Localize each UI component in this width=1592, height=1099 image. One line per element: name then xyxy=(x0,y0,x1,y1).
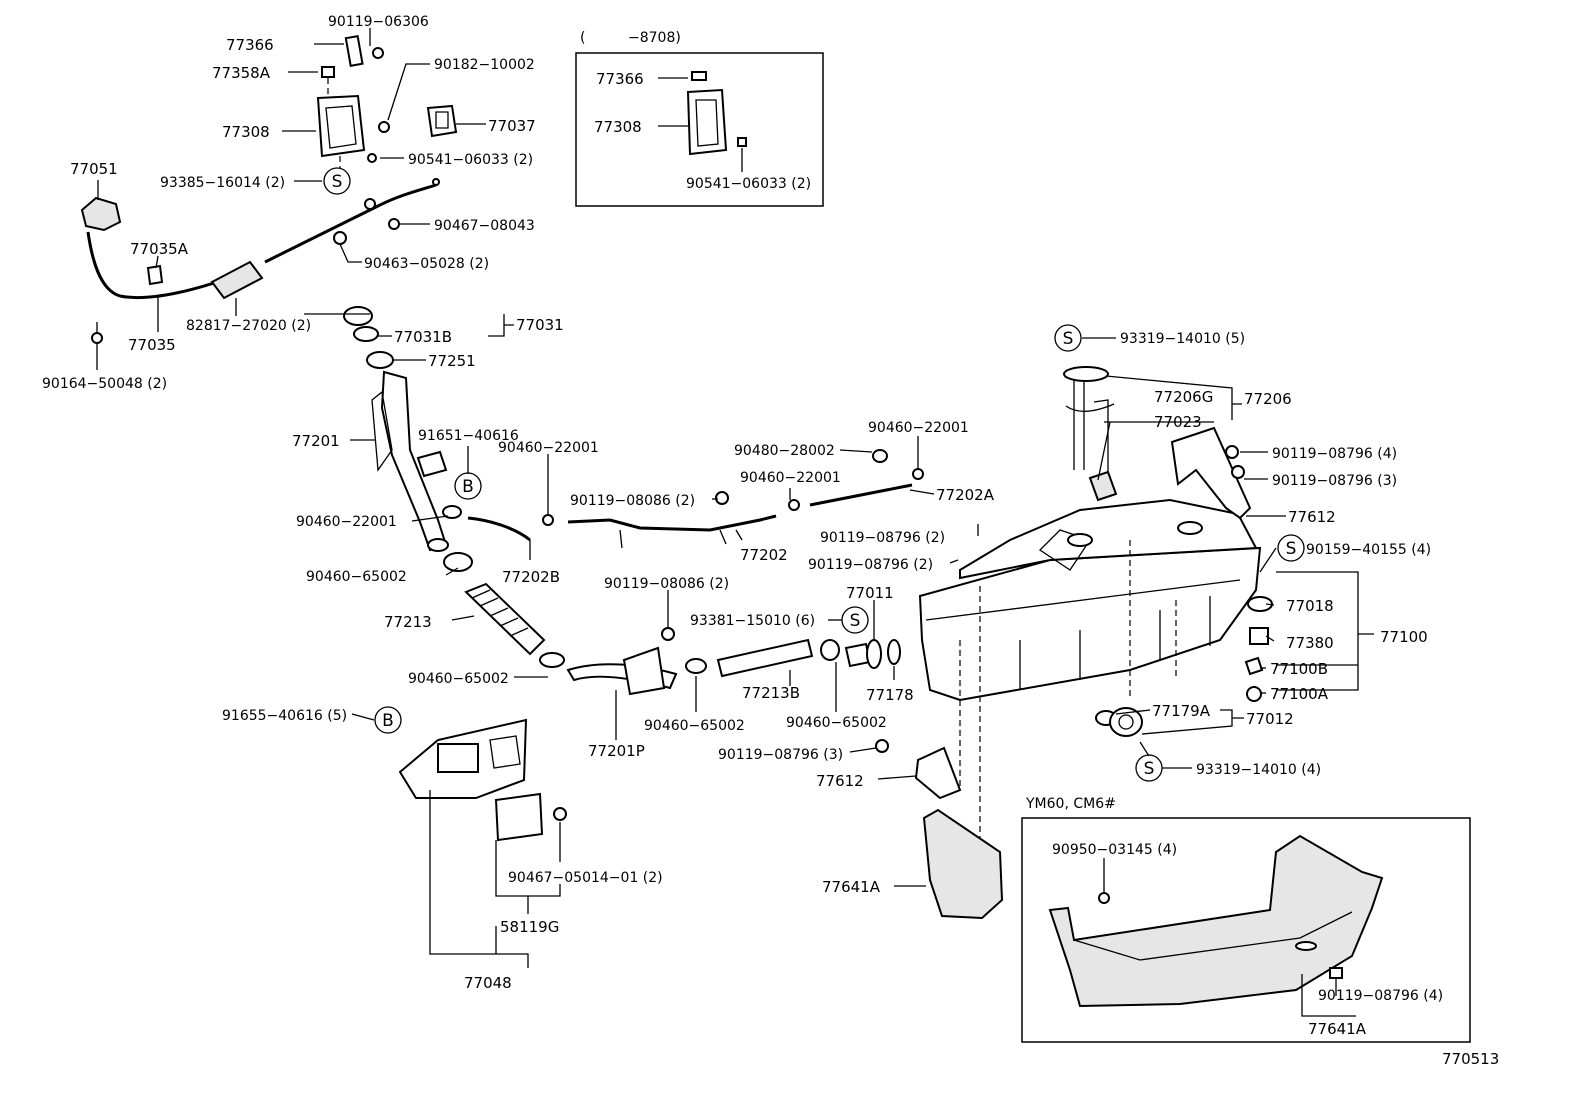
part-label: 90182−10002 xyxy=(434,57,535,73)
inset-bottom xyxy=(1021,817,1471,1043)
part-label: 90119−08796 (4) xyxy=(1272,446,1397,462)
part-label: 93385−16014 (2) xyxy=(160,175,285,191)
fuel-tank xyxy=(918,498,1262,840)
part-label: 77641A xyxy=(1308,1020,1367,1038)
part-label: 90164−50048 (2) xyxy=(42,376,167,392)
fuel-pump-sender xyxy=(1063,366,1273,737)
symbol-s-text: S xyxy=(1286,539,1297,559)
inset-top xyxy=(575,52,824,207)
inset-bottom-title: YM60, CM6# xyxy=(1025,796,1116,812)
part-label: 90460−65002 xyxy=(644,718,745,734)
part-label: 77251 xyxy=(428,352,476,370)
part-label: 77358A xyxy=(212,64,271,82)
part-label: 77213 xyxy=(384,613,432,631)
part-label: 77100A xyxy=(1270,685,1329,703)
part-label: 91655−40616 (5) xyxy=(222,708,347,724)
part-label: 77202A xyxy=(936,486,995,504)
part-label: 77308 xyxy=(594,118,642,136)
part-label: 90119−08086 (2) xyxy=(604,576,729,592)
symbol-s-circle xyxy=(1277,534,1305,562)
stone-guard xyxy=(398,718,1004,920)
part-label: 77037 xyxy=(488,117,536,135)
inset-header-code: −8708) xyxy=(628,30,681,46)
part-label: 90119−08796 (4) xyxy=(1318,988,1443,1004)
fuel-lid-assembly xyxy=(80,34,458,346)
part-label: 77035 xyxy=(128,336,176,354)
breather-tubes xyxy=(542,449,924,549)
part-label: 90119−08796 (3) xyxy=(718,747,843,763)
part-label: 90460−22001 xyxy=(296,514,397,530)
symbol-s-text: S xyxy=(850,611,861,631)
part-label: 90460−22001 xyxy=(740,470,841,486)
part-label: 90463−05028 (2) xyxy=(364,256,489,272)
part-label: 77366 xyxy=(596,70,644,88)
part-label: 77612 xyxy=(1288,508,1336,526)
part-label: 77366 xyxy=(226,36,274,54)
part-label: 77178 xyxy=(866,686,914,704)
symbol-b-text: B xyxy=(382,711,394,731)
part-label: 93381−15010 (6) xyxy=(690,613,815,629)
part-label: 77100 xyxy=(1380,628,1428,646)
part-label: 93319−14010 (4) xyxy=(1196,762,1321,778)
part-label: 77048 xyxy=(464,974,512,992)
part-label: 77380 xyxy=(1286,634,1334,652)
part-label: 82817−27020 (2) xyxy=(186,318,311,334)
part-label: 77206G xyxy=(1154,388,1213,406)
filler-neck-assembly xyxy=(343,306,565,668)
part-label: 90119−08796 (3) xyxy=(1272,473,1397,489)
part-label: 90119−06306 xyxy=(328,14,429,30)
part-label: 77206 xyxy=(1244,390,1292,408)
part-label: 90460−65002 xyxy=(408,671,509,687)
leader-lines xyxy=(96,28,1374,1017)
inset-header-open: ( xyxy=(580,30,585,46)
part-label: 77012 xyxy=(1246,710,1294,728)
symbol-s-circle xyxy=(1054,324,1082,352)
part-label: 90460−65002 xyxy=(786,715,887,731)
symbol-s-text: S xyxy=(1144,759,1155,779)
part-label: 77031B xyxy=(394,328,452,346)
symbol-s-text: S xyxy=(332,172,343,192)
part-label: 77213B xyxy=(742,684,800,702)
part-label: 77202B xyxy=(502,568,560,586)
part-label: 90950−03145 (4) xyxy=(1052,842,1177,858)
part-label: 77100B xyxy=(1270,660,1328,678)
diagram-id: 770513 xyxy=(1442,1050,1499,1068)
part-labels: 90119−06306 77366 77358A 90182−10002 773… xyxy=(42,14,1499,1068)
part-label: 90460−22001 xyxy=(868,420,969,436)
part-label: 91651−40616 xyxy=(418,428,519,444)
symbol-b-text: B xyxy=(462,477,474,497)
part-label: 77201P xyxy=(588,742,645,760)
part-label: 90467−08043 xyxy=(434,218,535,234)
part-label: 77023 xyxy=(1154,413,1202,431)
part-label: 77179A xyxy=(1152,702,1211,720)
symbol-b-circle xyxy=(374,706,402,734)
part-label: 77202 xyxy=(740,546,788,564)
part-label: 77011 xyxy=(846,584,894,602)
part-label: 77641A xyxy=(822,878,881,896)
callout-circles: S S B S S B S xyxy=(323,167,1305,782)
part-label: 90541−06033 (2) xyxy=(408,152,533,168)
part-label: 90159−40155 (4) xyxy=(1306,542,1431,558)
part-label: 90119−08796 (2) xyxy=(820,530,945,546)
part-label: 90541−06033 (2) xyxy=(686,176,811,192)
part-label: 77201 xyxy=(292,432,340,450)
part-label: 77308 xyxy=(222,123,270,141)
part-label: 77612 xyxy=(816,772,864,790)
part-label: 90480−28002 xyxy=(734,443,835,459)
part-label: 58119G xyxy=(500,918,559,936)
part-label: 90467−05014−01 (2) xyxy=(508,870,663,886)
part-label: 77051 xyxy=(70,160,118,178)
symbol-s-circle xyxy=(323,167,351,195)
lower-hoses xyxy=(566,627,901,696)
part-label: 90119−08086 (2) xyxy=(570,493,695,509)
part-label: 90460−65002 xyxy=(306,569,407,585)
part-label: 90119−08796 (2) xyxy=(808,557,933,573)
part-label: 90460−22001 xyxy=(498,440,599,456)
part-label: 93319−14010 (5) xyxy=(1120,331,1245,347)
part-label: 77031 xyxy=(516,316,564,334)
part-label: 77035A xyxy=(130,240,189,258)
symbol-s-text: S xyxy=(1063,329,1074,349)
part-label: 77018 xyxy=(1286,597,1334,615)
